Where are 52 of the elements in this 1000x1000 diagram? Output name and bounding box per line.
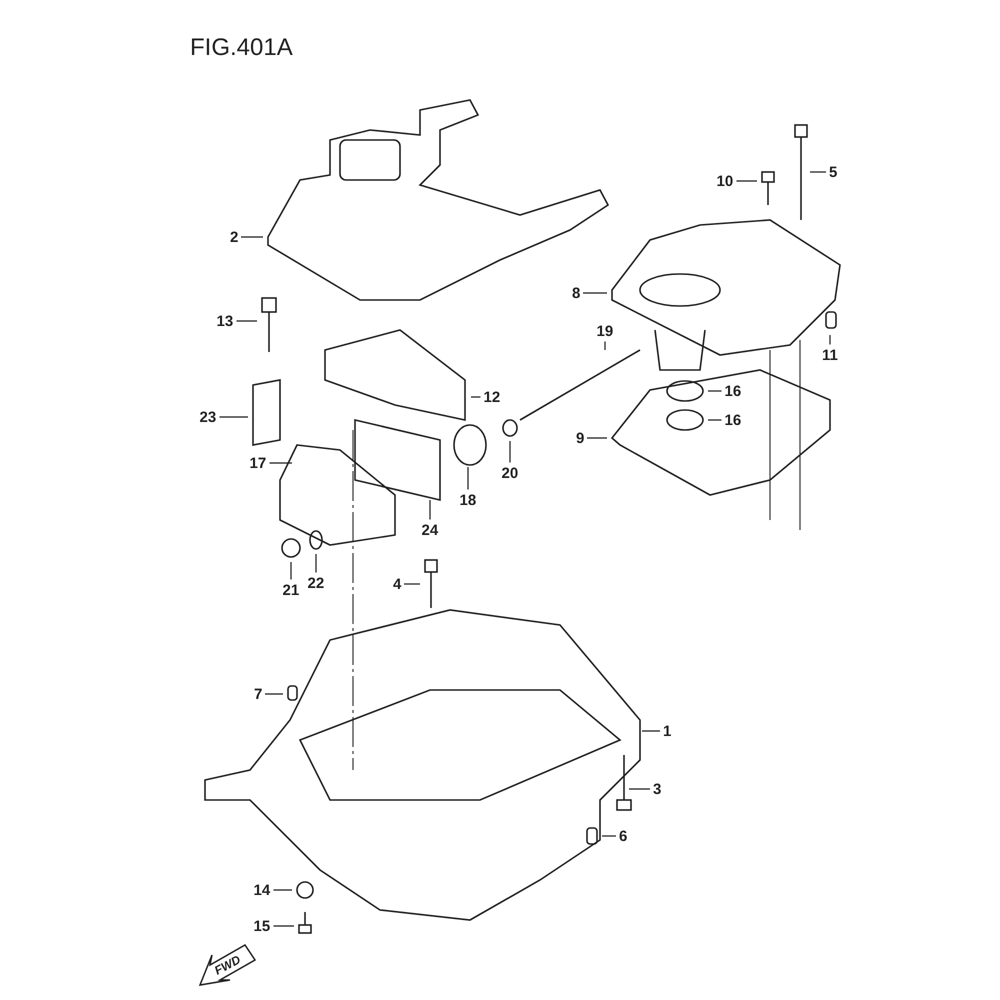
callout-number: 16 <box>724 412 742 428</box>
leader-line <box>604 342 606 350</box>
callout-number: 11 <box>822 348 838 362</box>
callout-number: 5 <box>829 164 838 180</box>
callout-number: 21 <box>282 582 300 598</box>
leader-line <box>708 390 722 392</box>
leader-line <box>708 419 722 421</box>
leader-line <box>404 583 420 585</box>
leader-line <box>509 441 511 462</box>
leader-line <box>274 925 294 927</box>
callout-number: 24 <box>422 522 438 538</box>
callout-number: 1 <box>663 724 672 738</box>
leader-line <box>241 236 263 238</box>
figure-title: FIG.401A <box>190 34 293 62</box>
callout-number: 20 <box>502 466 518 480</box>
leader-line <box>642 730 660 732</box>
callout-number: 13 <box>216 314 234 328</box>
leader-line <box>471 396 480 398</box>
leader-line <box>220 416 248 418</box>
callout-number: 12 <box>484 390 500 404</box>
callout-number: 16 <box>724 384 742 398</box>
leader-line <box>602 835 616 837</box>
leader-line <box>736 180 757 182</box>
callout-number: 18 <box>460 492 476 508</box>
leader-line <box>236 320 257 322</box>
callout-number: 17 <box>250 456 266 470</box>
leader-line <box>587 437 607 439</box>
leader-line <box>270 462 292 464</box>
callout-number: 6 <box>619 828 628 844</box>
callout-number: 9 <box>576 430 584 446</box>
callout-number: 19 <box>596 324 614 338</box>
leader-line <box>629 788 650 790</box>
callout-number: 10 <box>716 174 734 188</box>
callout-number: 2 <box>230 230 238 244</box>
leader-line <box>265 693 283 695</box>
callout-number: 23 <box>200 410 216 424</box>
callout-number: 4 <box>393 576 402 592</box>
leader-line <box>274 889 292 891</box>
leader-line <box>829 335 831 344</box>
leader-line <box>583 292 607 294</box>
callout-number: 7 <box>254 686 262 702</box>
callout-number: 22 <box>308 576 324 590</box>
callout-number: 8 <box>572 286 580 300</box>
callout-number: 3 <box>653 782 662 796</box>
callout-number: 15 <box>254 918 270 934</box>
leader-line <box>315 554 317 572</box>
callout-number: 14 <box>254 882 270 898</box>
leader-line <box>429 500 431 520</box>
leader-line <box>467 467 469 490</box>
direction-label: FWD <box>212 952 244 979</box>
leader-line <box>810 171 826 173</box>
leader-line <box>290 562 292 580</box>
